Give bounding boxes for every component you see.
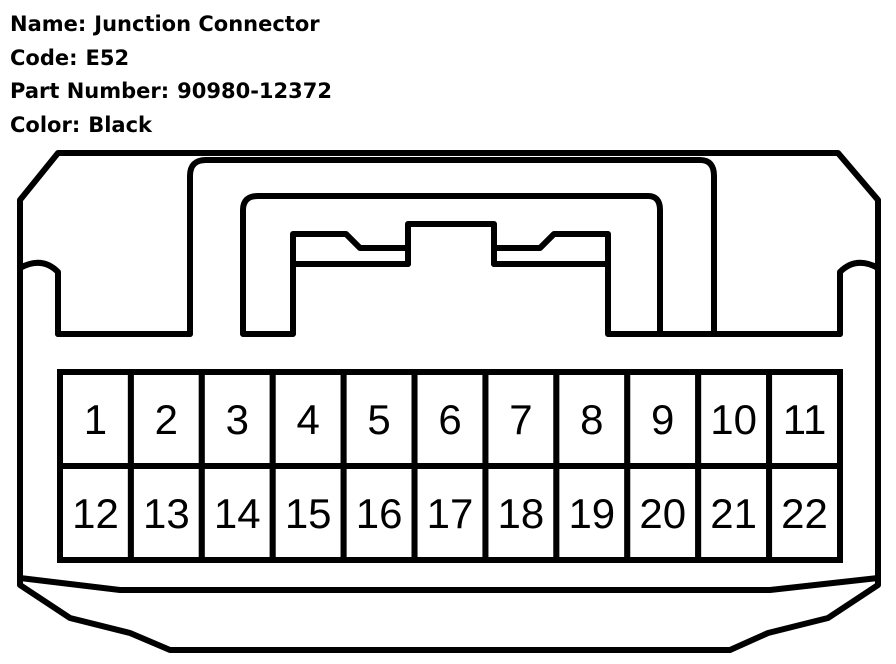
pin-number-18: 18 <box>498 490 545 537</box>
pin-cell-8 <box>553 369 631 469</box>
pin-number-17: 17 <box>427 490 474 537</box>
pin-cell-22 <box>766 463 843 563</box>
pin-number-19: 19 <box>568 490 615 537</box>
code-label: Code: <box>10 45 78 70</box>
pin-number-20: 20 <box>639 490 686 537</box>
part-number-value: 90980-12372 <box>177 79 332 103</box>
pin-number-11: 11 <box>783 396 827 443</box>
color-line: Color: Black <box>10 109 332 143</box>
pin-number-15: 15 <box>285 490 332 537</box>
latch-inner-frame <box>240 193 663 337</box>
pin-cell-16 <box>340 463 418 563</box>
color-label: Color: <box>10 112 81 137</box>
latch-outer-frame <box>187 157 717 337</box>
code-value: E52 <box>85 45 130 70</box>
pin-cell-11 <box>766 369 843 469</box>
pin-cell-4 <box>269 369 347 469</box>
name-line: Name: Junction Connector <box>10 8 332 42</box>
pin-number-10: 10 <box>710 396 757 443</box>
name-value: Junction Connector <box>94 12 320 36</box>
pin-number-6: 6 <box>438 396 461 443</box>
pin-number-2: 2 <box>155 396 178 443</box>
right-ear <box>837 259 881 337</box>
pin-number-4: 4 <box>297 396 320 443</box>
connector-housing-outline <box>17 150 881 653</box>
pin-number-1: 1 <box>84 396 107 443</box>
pin-number-16: 16 <box>356 490 403 537</box>
pin-number-13: 13 <box>143 490 190 537</box>
code-line: Code: E52 <box>10 42 332 76</box>
pin-number-3: 3 <box>226 396 249 443</box>
pin-number-5: 5 <box>367 396 390 443</box>
part-number-label: Part Number: <box>10 79 170 103</box>
pin-number-21: 21 <box>710 490 757 537</box>
pin-cell-14 <box>198 463 276 563</box>
latch-lock-center <box>405 245 497 267</box>
connector-housing-inner-edge <box>17 575 881 593</box>
pin-number-8: 8 <box>580 396 603 443</box>
left-ear <box>17 259 61 337</box>
pin-number-22: 22 <box>781 490 828 537</box>
connector-info: Name: Junction Connector Code: E52 Part Nu… <box>10 8 332 142</box>
pin-cell-7 <box>482 369 560 469</box>
pin-cell-12 <box>57 463 134 563</box>
pin-number-14: 14 <box>214 490 261 537</box>
pin-number-12: 12 <box>72 490 119 537</box>
pin-number-9: 9 <box>651 396 674 443</box>
pin-number-7: 7 <box>509 396 532 443</box>
part-number-line: Part Number: 90980-12372 <box>10 75 332 109</box>
name-label: Name: <box>10 12 87 36</box>
pin-cell-13 <box>127 463 205 563</box>
color-value: Black <box>88 112 153 137</box>
